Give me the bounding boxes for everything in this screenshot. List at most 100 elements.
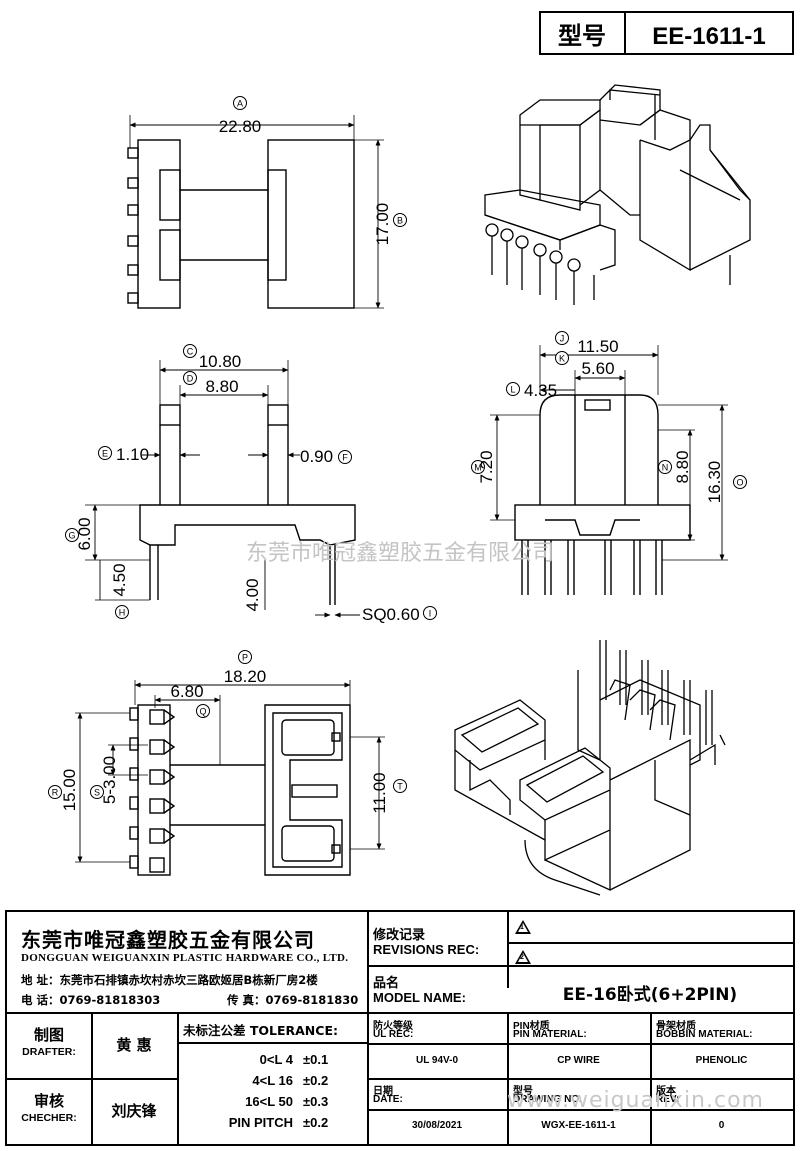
dim-badge-n (658, 460, 672, 474)
pin-label-en: PIN MATERIAL: (513, 1029, 587, 1040)
isometric-view-bottom (454, 640, 726, 896)
dim-badge-g (65, 528, 79, 542)
tolerance-label: 未标注公差 TOLERANCE: (183, 1023, 338, 1038)
side-view (490, 345, 728, 595)
top-view (127, 115, 384, 309)
company-address: 地 址：东莞市石排镇赤坎村赤坎三路欧姬居B栋新厂房2楼 (21, 973, 318, 987)
tolerance-range: 0<L 4 (259, 1052, 293, 1067)
dim-letter-e: E (102, 449, 108, 459)
revisions-label-en: REVISIONS REC: (373, 942, 480, 957)
drawing-value: WGX-EE-1611-1 (541, 1120, 616, 1131)
bobbin-label-cn: 骨架材质 (656, 1021, 696, 1032)
rev-label-en: REV: (656, 1094, 680, 1105)
dim-badge-l (506, 382, 520, 396)
tolerance-range: PIN PITCH (228, 1115, 293, 1130)
dim-letter-s: S (94, 788, 100, 798)
drawing-label-en: DRAWING NO. (513, 1094, 582, 1105)
model-name-label-en: MODEL NAME: (373, 990, 466, 1005)
pin-value: CP WIRE (557, 1055, 600, 1066)
model-name-value: EE-16卧式(6+2PIN) (562, 985, 738, 1005)
tolerance-range: 16<L 50 (245, 1094, 293, 1109)
dim-letter-d: D (187, 374, 194, 384)
dim-letter-b: B (397, 216, 403, 226)
rev-value: 0 (718, 1120, 725, 1131)
dim-letter-m: M (474, 463, 482, 473)
dim-value-a: 22.80 (219, 117, 262, 136)
revision-1-triangle: 1 (515, 918, 531, 936)
tolerance-value: ±0.2 (303, 1073, 329, 1088)
dim-letter-q: Q (199, 707, 206, 717)
company-name-cn: 东莞市唯冠鑫塑胶五金有限公司 (21, 928, 315, 952)
dim-letter-t: T (397, 782, 403, 792)
date-label-cn: 日期 (373, 1086, 393, 1097)
tolerance-value: ±0.2 (303, 1115, 329, 1130)
dim-badge-j (555, 331, 569, 345)
dim-badge-o (733, 475, 747, 489)
dim-value-k: 5.60 (581, 359, 614, 378)
dim-value-s: 5-3.00 (100, 756, 119, 804)
dim-badge-q (196, 704, 210, 718)
model-header: 型号 EE-1611-1 (539, 11, 794, 55)
ul-label-en: UL REC: (373, 1029, 414, 1040)
dim-value-c: 10.80 (199, 352, 242, 371)
dim-badge-m (471, 460, 485, 474)
dim-badge-c (183, 344, 197, 358)
dim-badge-e (98, 446, 112, 460)
dim-letter-l: L (510, 385, 515, 395)
dim-letter-n: N (662, 463, 669, 473)
dim-badge-d (183, 371, 197, 385)
dim-letter-p: P (242, 653, 248, 663)
dim-badge-i (423, 606, 437, 620)
dim-badge-b (393, 213, 407, 227)
dim-value-j: 11.50 (577, 337, 618, 356)
dim-badge-f (338, 450, 352, 464)
dim-badge-t (393, 779, 407, 793)
tolerance-value: ±0.3 (303, 1094, 329, 1109)
drawing-label-cn: 型号 (513, 1086, 533, 1097)
tolerance-range: 4<L 16 (252, 1073, 293, 1088)
dim-letter-r: R (52, 788, 59, 798)
revisions-label-cn: 修改记录 (373, 928, 426, 943)
ul-label-cn: 防火等级 (373, 1021, 413, 1032)
dim-letter-f: F (342, 453, 348, 463)
model-value: EE-1611-1 (652, 23, 765, 50)
company-name-en: DONGGUAN WEIGUANXIN PLASTIC HARDWARE CO.… (21, 952, 349, 964)
dim-value-q: 6.80 (170, 682, 203, 701)
model-name-label-cn: 品名 (373, 976, 400, 991)
dim-letter-j: J (560, 334, 565, 344)
tolerance-value: ±0.1 (303, 1052, 329, 1067)
dim-letter-o: O (736, 478, 743, 488)
company-fax: 传 真：0769-8181830 (227, 993, 359, 1007)
dim-value-m: 7.20 (477, 450, 496, 483)
date-value: 30/08/2021 (411, 1120, 463, 1131)
checker-label-cn: 审核 (33, 1092, 64, 1110)
dim-value-p: 18.20 (224, 667, 267, 686)
dim-badge-s (90, 785, 104, 799)
dim-value-i: SQ0.60 (362, 605, 420, 624)
dim-value-l: 4.35 (524, 381, 557, 400)
dim-letter-i: I (429, 609, 432, 619)
dim-value-e: 1.10 (116, 445, 149, 464)
bobbin-label-en: BOBBIN MATERIAL: (656, 1029, 753, 1040)
company-phone: 电 话：0769-81818303 (21, 993, 161, 1007)
dim-value-h: 4.50 (110, 563, 129, 596)
dim-value-f: 0.90 (300, 447, 333, 466)
ul-value: UL 94V-0 (415, 1055, 459, 1066)
title-block: 东莞市唯冠鑫塑胶五金有限公司 DONGGUAN WEIGUANXIN PLAST… (5, 910, 795, 1146)
dim-badge-k (555, 351, 569, 365)
dim-value-n: 8.80 (673, 450, 692, 483)
dim-badge-r (48, 785, 62, 799)
dim-badge-h (115, 605, 129, 619)
dim-value-t: 11.00 (370, 772, 389, 813)
watermark-center: 东莞市唯冠鑫塑胶五金有限公司 (246, 540, 554, 565)
drafter-name: 黄 惠 (116, 1036, 152, 1054)
dim-value-r: 15.00 (60, 769, 79, 812)
isometric-view-top (484, 84, 751, 305)
dim-badge-a (233, 96, 247, 110)
pin-label-cn: PIN材质 (513, 1021, 550, 1032)
dim-value-b: 17.00 (373, 203, 392, 246)
dim-value-o: 16.30 (705, 461, 724, 504)
rev-label-cn: 版本 (656, 1086, 676, 1097)
dim-letter-c: C (187, 347, 194, 357)
